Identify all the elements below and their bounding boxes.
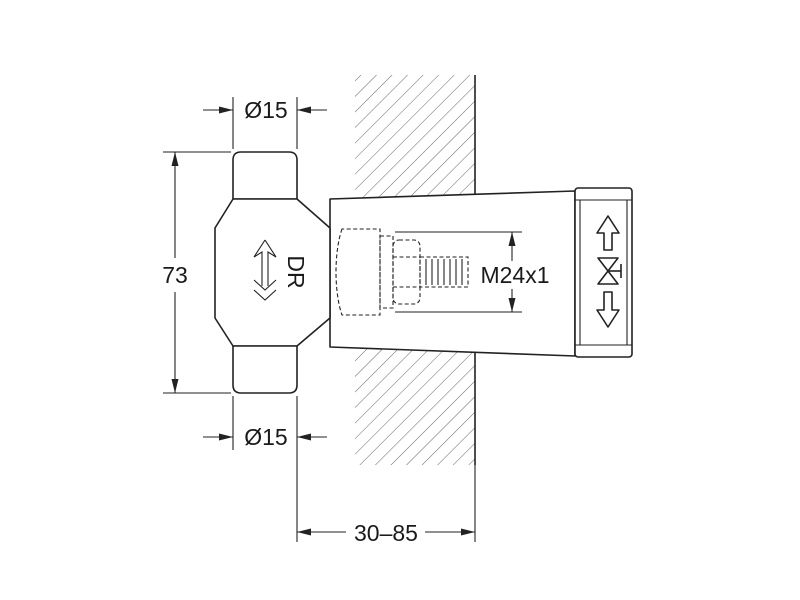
wall-depth-label: 30–85 xyxy=(354,520,418,546)
height-label: 73 xyxy=(162,262,188,288)
arrowhead xyxy=(171,152,179,166)
close-arrow-down-icon xyxy=(596,291,620,328)
pipe-connection-bottom xyxy=(232,345,298,394)
body-marking: DR xyxy=(283,255,309,288)
thread-label-backing xyxy=(476,263,554,288)
top-diameter-dimension: Ø15 xyxy=(203,97,327,149)
end-cap-body xyxy=(574,187,633,358)
wall-hatching-upper xyxy=(355,75,475,201)
bottom-diameter-dimension: Ø15 xyxy=(203,396,327,542)
arrowhead xyxy=(171,379,179,393)
arrowhead xyxy=(297,433,311,441)
spindle-collar-hidden xyxy=(379,235,394,309)
arrowhead xyxy=(508,232,516,246)
arrowhead xyxy=(219,433,233,441)
end-cap xyxy=(574,187,633,358)
top-diameter-label: Ø15 xyxy=(244,97,287,123)
valve-body: DR xyxy=(214,151,331,394)
thread-size-label: M24x1 xyxy=(480,262,549,288)
wall-section xyxy=(355,75,476,542)
arrowhead xyxy=(508,298,516,312)
spindle-bell-hidden xyxy=(335,228,381,316)
bottom-diameter-label: Ø15 xyxy=(244,424,287,450)
pipe-connection-top xyxy=(232,151,298,200)
arrowhead xyxy=(297,106,311,114)
wall-hatching-lower xyxy=(355,344,475,465)
arrowhead xyxy=(461,528,475,536)
body-center-section xyxy=(214,198,331,347)
thread-dimension: M24x1 xyxy=(395,231,554,313)
flow-direction-arrow-icon xyxy=(253,239,277,301)
spindle-thread-lines xyxy=(425,259,463,285)
wall-depth-dimension: 30–85 xyxy=(297,520,475,546)
open-arrow-up-icon xyxy=(596,215,620,251)
spindle-nut-hidden xyxy=(392,239,421,305)
valve-symbol-icon xyxy=(597,257,622,285)
height-dimension: 73 xyxy=(162,151,231,394)
arrowhead xyxy=(219,106,233,114)
hidden-spindle xyxy=(335,228,469,316)
arrowhead xyxy=(297,528,311,536)
